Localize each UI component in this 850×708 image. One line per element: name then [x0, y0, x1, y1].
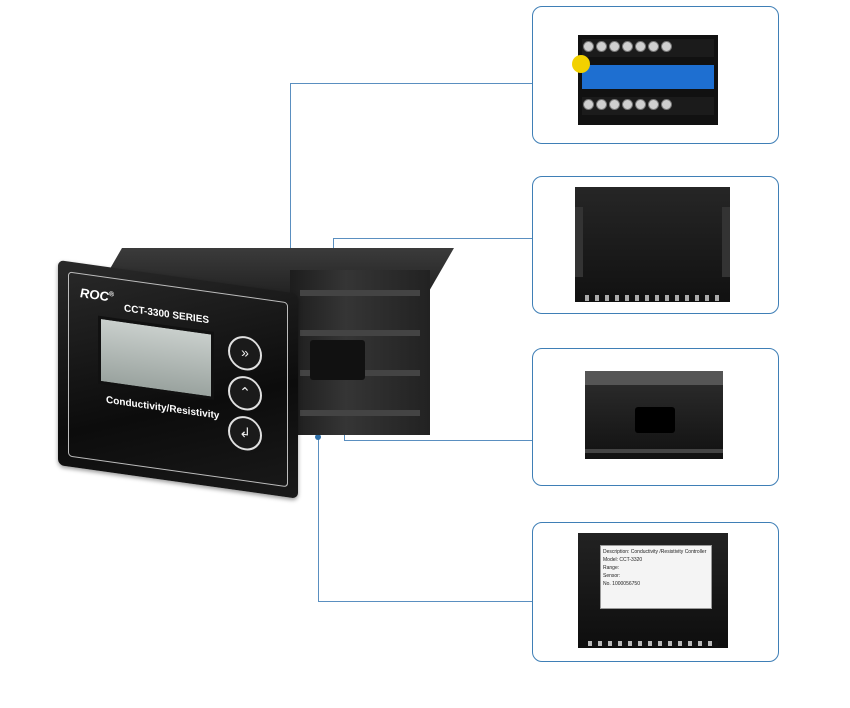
- label-view-body: Description: Conductivity /Resistivity C…: [578, 533, 728, 648]
- device-front-panel: ROC® CCT-3300 SERIES » ⌃ ↲ Conductivity/…: [58, 260, 298, 499]
- label-model: Model: CCT-3320: [603, 557, 643, 563]
- detail-panel-side-view: [532, 176, 779, 314]
- label-description: Description: Conductivity /Resistivity C…: [603, 549, 707, 555]
- rear-terminal-block: [572, 35, 718, 125]
- detail-panel-top-view: [532, 348, 779, 486]
- device-body-side: [290, 270, 430, 435]
- connector-line-1-vertical: [290, 83, 291, 257]
- spec-label-plate: Description: Conductivity /Resistivity C…: [600, 545, 712, 609]
- side-view-body: [575, 187, 730, 302]
- detail-panel-rear-terminals: [532, 6, 779, 144]
- label-sensor: Sensor:: [603, 573, 621, 579]
- connector-line-3-horizontal: [344, 440, 533, 441]
- connector-line-4-horizontal: [318, 601, 533, 602]
- warning-sticker: [572, 55, 590, 73]
- label-range: Range:: [603, 565, 620, 571]
- connector-dot-4: [315, 434, 321, 440]
- connector-line-4-vertical: [318, 437, 319, 602]
- detail-panel-label-view: Description: Conductivity /Resistivity C…: [532, 522, 779, 662]
- top-view-body: [585, 371, 723, 459]
- connector-line-2-horizontal: [333, 238, 533, 239]
- connector-line-1-horizontal: [290, 83, 533, 84]
- label-serial: No. 1000056750: [603, 581, 640, 587]
